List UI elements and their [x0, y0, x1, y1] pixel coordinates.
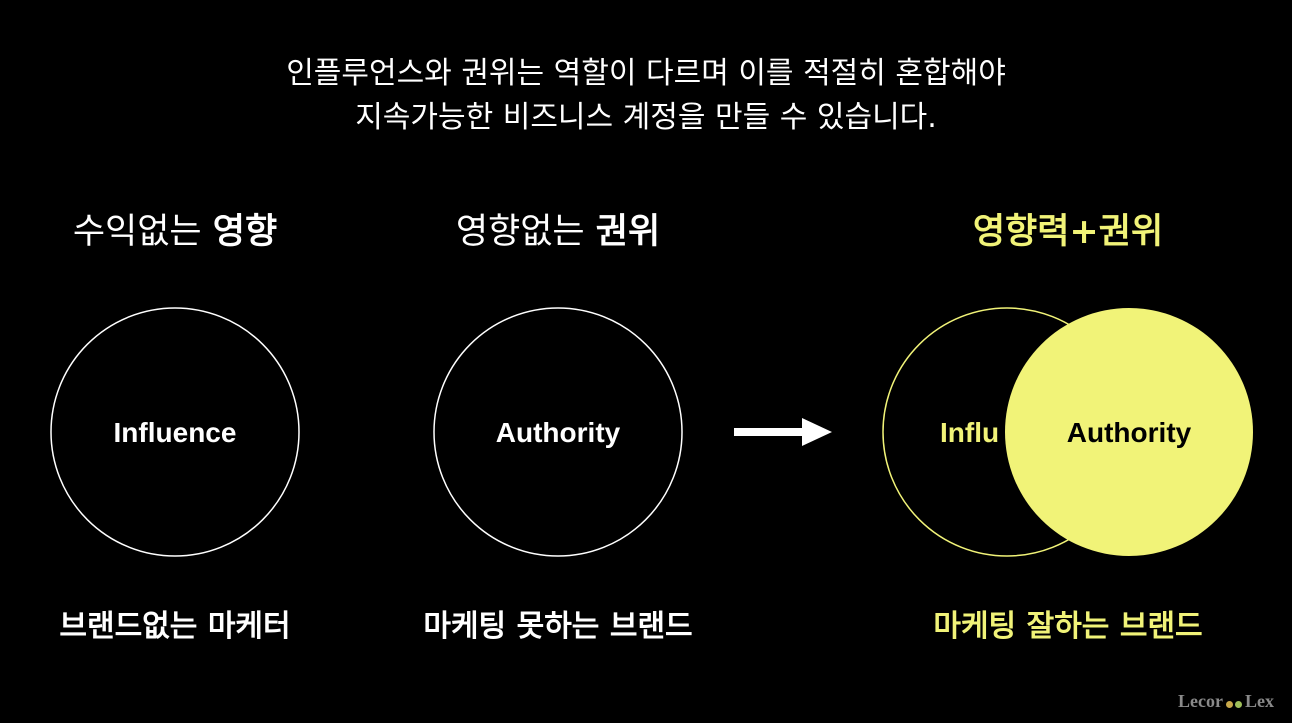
authority-filled-label: Authority — [1067, 417, 1192, 448]
caption-authority: 마케팅 못하는 브랜드 — [423, 609, 693, 644]
watermark-right-text: Lex — [1245, 690, 1274, 711]
headline-line-1: 인플루언스와 권위는 역할이 다르며 이를 적절히 혼합해야 — [286, 56, 1006, 91]
headline-line-2: 지속가능한 비즈니스 계정을 만들 수 있습니다. — [355, 100, 937, 135]
influence-partial-label: Influ — [940, 417, 999, 448]
authority-circle — [433, 307, 683, 557]
caption-combined: 마케팅 잘하는 브랜드 — [933, 609, 1203, 644]
column-title-authority: 영향없는 권위 — [456, 208, 660, 256]
right-arrow-icon — [734, 418, 832, 446]
column-title-bold: 영향력+권위 — [972, 212, 1164, 252]
column-title-bold: 영향 — [212, 212, 278, 252]
headline: 인플루언스와 권위는 역할이 다르며 이를 적절히 혼합해야 지속가능한 비즈니… — [0, 52, 1292, 140]
authority-filled-circle — [1005, 308, 1253, 556]
watermark-left-text: Lecor — [1178, 690, 1223, 711]
column-title-influence: 수익없는 영향 — [73, 208, 277, 256]
watermark-dots-icon — [1225, 692, 1243, 713]
column-title-combined: 영향력+권위 — [973, 208, 1163, 256]
caption-influence: 브랜드없는 마케터 — [59, 609, 291, 644]
column-title-bold: 권위 — [595, 212, 661, 252]
column-title-plain: 수익없는 — [72, 212, 213, 252]
influence-circle — [50, 307, 300, 557]
watermark-logo: Lecor Lex — [1178, 691, 1274, 713]
authority-circle-label: Authority — [496, 417, 621, 448]
column-title-plain: 영향없는 — [455, 212, 596, 252]
influence-circle-label: Influence — [114, 417, 237, 448]
